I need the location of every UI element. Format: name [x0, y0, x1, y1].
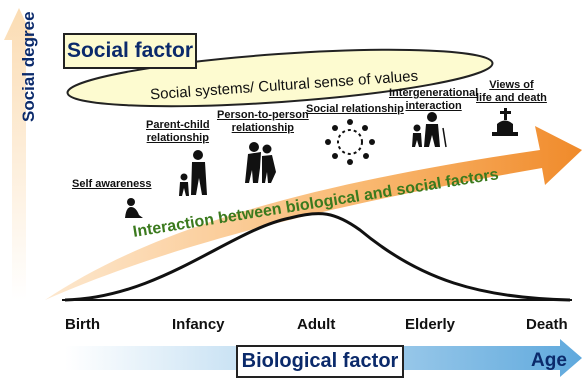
stage-label-self-awareness: Self awareness: [72, 178, 152, 190]
stage-label-person-to-person-line2: relationship: [231, 122, 295, 134]
age-tick-death: Death: [526, 316, 568, 333]
age-tick-infancy: Infancy: [172, 316, 225, 333]
stage-label-person-to-person: Person-to-person relationship: [217, 109, 309, 135]
age-tick-adult: Adult: [297, 316, 336, 333]
social-degree-arrow: [4, 8, 34, 300]
age-tick-birth: Birth: [65, 316, 100, 333]
social-degree-label: Social degree: [19, 11, 38, 122]
social-circle-icon: [325, 119, 375, 165]
stage-label-life-death: Views of life and death: [476, 79, 547, 105]
stage-label-life-death-line2: life and death: [476, 92, 547, 104]
stage-label-parent-child-line1: Parent-child: [146, 119, 210, 131]
stage-label-intergenerational: Intergenerational interaction: [389, 87, 478, 113]
age-label: Age: [531, 350, 567, 371]
social-systems-ellipse: [66, 48, 494, 108]
parent-child-icon: [179, 150, 207, 196]
stage-label-life-death-line1: Views of: [489, 79, 534, 91]
biological-factor-box: Biological factor: [236, 345, 404, 378]
elderly-family-icon: [412, 112, 447, 148]
baby-icon: [125, 198, 143, 218]
stage-label-parent-child-line2: relationship: [146, 132, 209, 144]
age-tick-elderly: Elderly: [405, 316, 456, 333]
stage-label-person-to-person-line1: Person-to-person: [217, 109, 309, 121]
social-factor-box: Social factor: [63, 33, 197, 69]
stage-label-social-relationship: Social relationship: [306, 103, 404, 115]
couple-icon: [245, 142, 276, 183]
stage-label-parent-child: Parent-child relationship: [146, 119, 210, 145]
biological-curve: [64, 212, 571, 302]
stage-label-intergenerational-line2: interaction: [405, 100, 462, 112]
stage-label-intergenerational-line1: Intergenerational: [389, 87, 479, 99]
grave-icon: [492, 108, 518, 136]
